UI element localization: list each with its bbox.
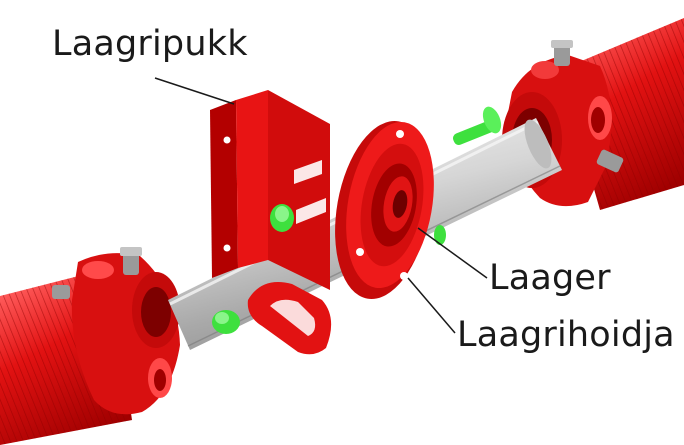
right-set-screw-top (551, 40, 573, 66)
green-bolt-upper-left (270, 204, 294, 232)
bearing-bracket (210, 90, 332, 355)
leader-line-bearing (417, 227, 488, 279)
left-cone (71, 253, 180, 415)
label-bearing-bracket: Laagripukk (52, 24, 248, 64)
green-bolt-right (453, 106, 502, 146)
green-bolt-lower-left (212, 310, 240, 334)
label-bearing: Laager (489, 258, 611, 298)
right-set-screw-bottom (596, 149, 624, 173)
bearing (371, 163, 417, 247)
leader-line-bracket (154, 77, 235, 105)
leader-line-holder (407, 277, 456, 334)
left-set-screw-side (52, 285, 70, 299)
label-bearing-holder: Laagrihoidja (457, 315, 675, 355)
left-set-screw-top (120, 247, 142, 275)
green-bolt-holder (434, 225, 446, 245)
